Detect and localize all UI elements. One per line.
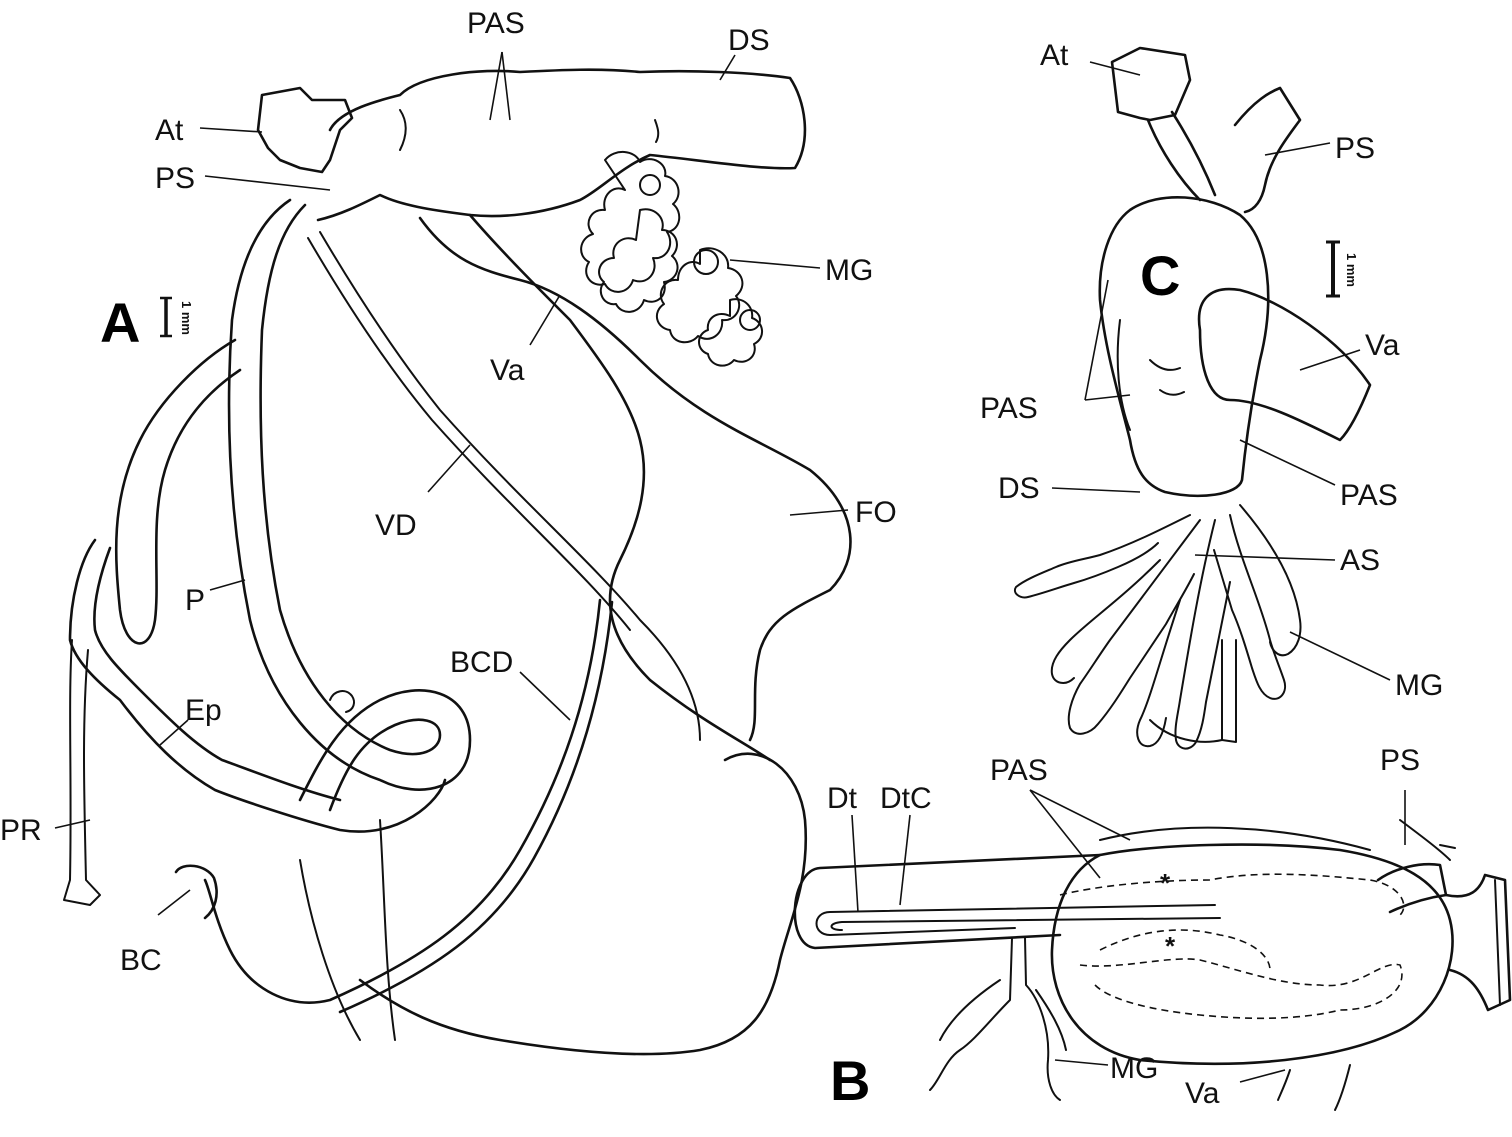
a-vagina — [468, 213, 772, 762]
a-penis-retractor — [63, 639, 101, 906]
b-duct-inner-1 — [815, 904, 1216, 936]
b-sac-outer — [1050, 843, 1454, 1066]
c-ps-tube — [1233, 86, 1302, 214]
label-a-bc: BC — [120, 944, 162, 977]
c-atrium — [1110, 46, 1192, 122]
a-mucus-glands — [580, 151, 763, 367]
label-b-asterisk-lower: * — [1165, 931, 1176, 961]
label-b-pas: PAS — [990, 754, 1048, 787]
panel-c-drawing — [1014, 46, 1372, 750]
a-sac-body — [316, 68, 807, 222]
label-a-bcd: BCD — [450, 646, 513, 679]
a-free-oviduct — [418, 216, 852, 742]
label-a-pr: PR — [0, 814, 42, 847]
panel-b-leaders — [851, 789, 1406, 1083]
a-scale-bar — [160, 296, 172, 338]
a-spermoviduct — [358, 752, 808, 1056]
label-c-pas-right: PAS — [1340, 479, 1398, 512]
b-dashed-lumen — [1059, 873, 1405, 1020]
label-a-ep: Ep — [185, 694, 222, 727]
a-bursa — [174, 864, 218, 920]
label-c-at: At — [1040, 39, 1069, 72]
c-body — [1098, 195, 1270, 498]
label-a-fo: FO — [855, 496, 897, 529]
label-a-at: At — [155, 114, 184, 147]
label-a-vd: VD — [375, 509, 417, 542]
scale-label-c: 1 mm — [1344, 253, 1359, 287]
a-epiphallus-inner — [93, 546, 342, 802]
a-penis-loop — [114, 338, 242, 645]
label-b-asterisk-upper: * — [1160, 868, 1171, 898]
label-b-ps: PS — [1380, 744, 1420, 777]
panel-a-leaders — [54, 51, 849, 916]
label-c-ps: PS — [1335, 132, 1375, 165]
panel-letter-c: C — [1140, 244, 1180, 307]
b-atrium — [1444, 873, 1512, 1012]
label-c-va: Va — [1365, 329, 1400, 362]
b-penis-sheath — [1376, 863, 1448, 914]
a-bursa-duct — [203, 598, 602, 1004]
label-c-as: AS — [1340, 544, 1380, 577]
label-b-mg: MG — [1110, 1052, 1158, 1085]
label-c-mg: MG — [1395, 669, 1443, 702]
panel-c-leaders — [1051, 61, 1391, 681]
label-a-ds: DS — [728, 24, 770, 57]
a-sac-dash — [654, 119, 660, 143]
a-atrium — [256, 86, 354, 174]
label-a-pas: PAS — [467, 7, 525, 40]
label-b-va: Va — [1185, 1077, 1220, 1110]
label-a-mg: MG — [825, 254, 873, 287]
label-b-dt: Dt — [827, 782, 858, 815]
b-duct-inner-2 — [830, 917, 1221, 931]
panel-letter-a: A — [100, 291, 140, 354]
c-penis-sheath — [1146, 110, 1217, 202]
panel-b-drawing — [793, 819, 1512, 1111]
a-penis-inner — [259, 203, 442, 812]
c-vagina — [1197, 287, 1372, 442]
label-a-p: P — [185, 584, 205, 617]
label-a-va: Va — [490, 354, 525, 387]
label-a-ps: PS — [155, 162, 195, 195]
scale-label-a: 1 mm — [179, 301, 194, 335]
a-epiphallus — [68, 538, 447, 833]
label-b-dtc: DtC — [880, 782, 932, 815]
b-mucus-gland — [929, 937, 1067, 1101]
b-duct-outer — [793, 853, 1102, 950]
c-mucus-glands — [1014, 504, 1302, 750]
panel-a-drawing — [63, 68, 852, 1056]
label-c-ds: DS — [998, 472, 1040, 505]
panel-letter-b: B — [830, 1049, 870, 1112]
a-vas-deferens — [319, 231, 701, 741]
label-c-pas-left: PAS — [980, 392, 1038, 425]
